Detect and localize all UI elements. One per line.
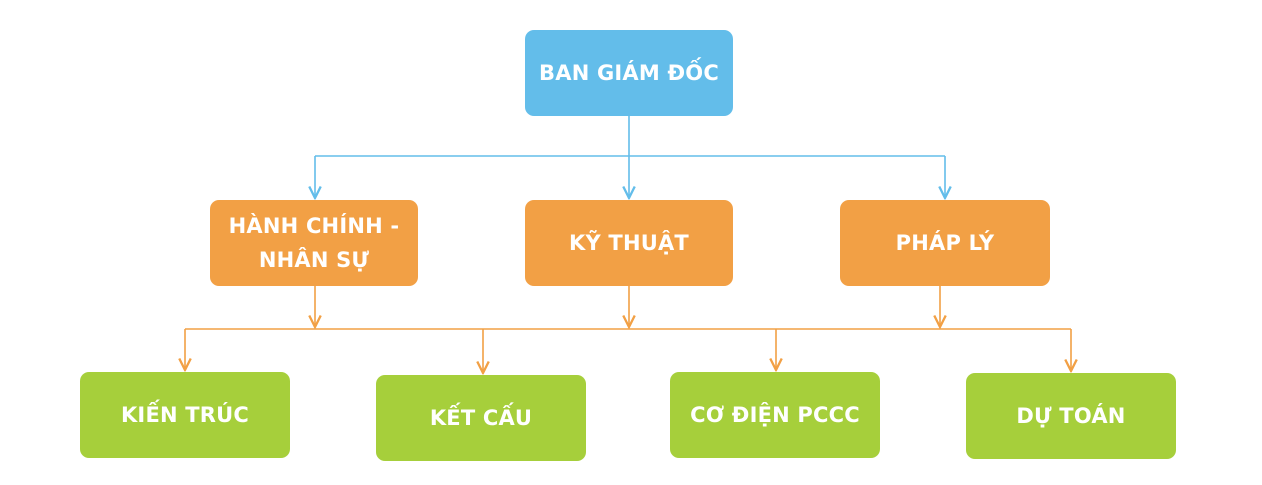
department-legal-box: PHÁP LÝ bbox=[840, 200, 1050, 286]
department-admin-hr-line-2: NHÂN SỰ bbox=[258, 248, 370, 272]
department-admin-hr-box: HÀNH CHÍNH - NHÂN SỰ bbox=[210, 200, 418, 286]
department-technical-box: KỸ THUẬT bbox=[525, 200, 733, 286]
team-structure-label: KẾT CẤU bbox=[429, 406, 533, 430]
director-box: BAN GIÁM ĐỐC bbox=[525, 30, 733, 116]
department-connectors bbox=[185, 286, 1071, 373]
department-legal-label: PHÁP LÝ bbox=[895, 231, 995, 255]
director-connectors bbox=[315, 116, 945, 198]
department-admin-hr-label: HÀNH CHÍNH - NHÂN SỰ bbox=[229, 209, 400, 277]
department-admin-hr-line-1: HÀNH CHÍNH - bbox=[228, 214, 400, 238]
team-estimate-label: DỰ TOÁN bbox=[1016, 404, 1126, 428]
team-mep-fire-label: CƠ ĐIỆN PCCC bbox=[690, 403, 860, 427]
director-label: BAN GIÁM ĐỐC bbox=[539, 61, 719, 85]
department-technical-label: KỸ THUẬT bbox=[569, 231, 689, 255]
team-structure-box: KẾT CẤU bbox=[376, 375, 586, 461]
team-architecture-box: KIẾN TRÚC bbox=[80, 372, 290, 458]
team-architecture-label: KIẾN TRÚC bbox=[120, 403, 250, 427]
team-estimate-box: DỰ TOÁN bbox=[966, 373, 1176, 459]
team-mep-fire-box: CƠ ĐIỆN PCCC bbox=[670, 372, 880, 458]
